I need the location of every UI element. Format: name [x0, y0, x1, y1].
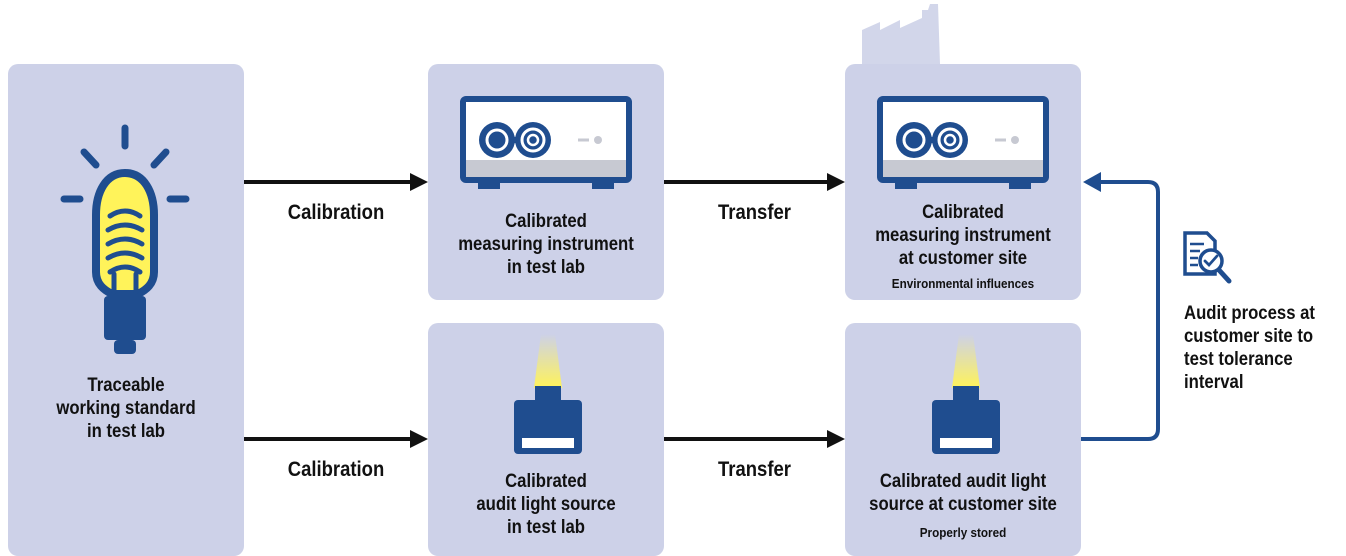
- source-lab-label: Calibrated audit light source in test la…: [476, 471, 616, 538]
- instrument-site-label: Calibrated measuring instrument at custo…: [875, 202, 1051, 269]
- environmental-influences-note: Environmental influences: [891, 276, 1035, 291]
- calibration-bottom-label: Calibration: [287, 458, 385, 481]
- instrument-lab-label: Calibrated measuring instrument in test …: [458, 211, 634, 278]
- arrow-transfer-top: [664, 173, 845, 191]
- audit-process-label: Audit process at customer site to test t…: [1184, 303, 1316, 393]
- transfer-bottom-label: Transfer: [718, 458, 791, 481]
- working-standard-label: Traceable working standard in test lab: [56, 375, 196, 442]
- arrow-calibration-bottom: [244, 430, 428, 448]
- source-site-label: Calibrated audit light source at custome…: [869, 471, 1057, 515]
- properly-stored-note: Properly stored: [919, 525, 1007, 540]
- transfer-top-label: Transfer: [718, 201, 791, 224]
- calibration-top-label: Calibration: [287, 201, 385, 224]
- arrow-transfer-bottom: [664, 430, 845, 448]
- arrow-calibration-top: [244, 173, 428, 191]
